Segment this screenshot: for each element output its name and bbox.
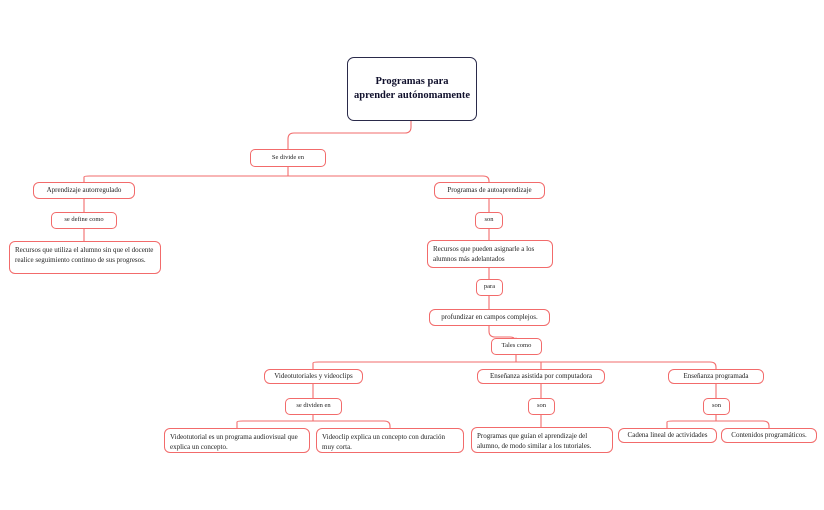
linker-son-ensenanza-programada[interactable]: son — [703, 398, 730, 415]
linker-son-ensenanza-asistida[interactable]: son — [528, 398, 555, 415]
node-contenidos-programaticos[interactable]: Contenidos programáticos. — [721, 428, 817, 443]
node-definicion-ensenanza-asistida[interactable]: Programas que guían el aprendizaje del a… — [471, 427, 613, 453]
linker-se-dividen-en[interactable]: se dividen en — [285, 398, 342, 415]
node-programas-de-autoaprendizaje[interactable]: Programas de autoaprendizaje — [434, 182, 545, 199]
node-profundizar-campos-complejos[interactable]: profundizar en campos complejos. — [429, 309, 550, 326]
node-aprendizaje-autorregulado[interactable]: Aprendizaje autorregulado — [33, 182, 135, 199]
node-ensenanza-programada[interactable]: Enseñanza programada — [668, 369, 764, 384]
linker-para[interactable]: para — [476, 279, 503, 296]
linker-son-autoaprendizaje[interactable]: son — [475, 212, 503, 229]
node-definicion-videoclip[interactable]: Videoclip explica un concepto con duraci… — [316, 428, 464, 453]
linker-tales-como[interactable]: Tales como — [491, 338, 542, 355]
node-definicion-autoaprendizaje[interactable]: Recursos que pueden asignarle a los alum… — [427, 240, 553, 268]
node-cadena-lineal-actividades[interactable]: Cadena lineal de actividades — [618, 428, 717, 443]
root-node-programas-autonomamente[interactable]: Programas para aprender autónomamente — [347, 57, 477, 121]
node-definicion-videotutorial[interactable]: Videotutorial es un programa audiovisual… — [164, 428, 310, 453]
node-definicion-aprendizaje-autorregulado[interactable]: Recursos que utiliza el alumno sin que e… — [9, 241, 161, 274]
linker-se-divide-en[interactable]: Se divide en — [250, 149, 326, 167]
linker-se-define-como[interactable]: se define como — [51, 212, 117, 229]
node-ensenanza-asistida-computadora[interactable]: Enseñanza asistida por computadora — [477, 369, 605, 384]
node-videotutoriales-videoclips[interactable]: Videotutoriales y videoclips — [264, 369, 363, 384]
